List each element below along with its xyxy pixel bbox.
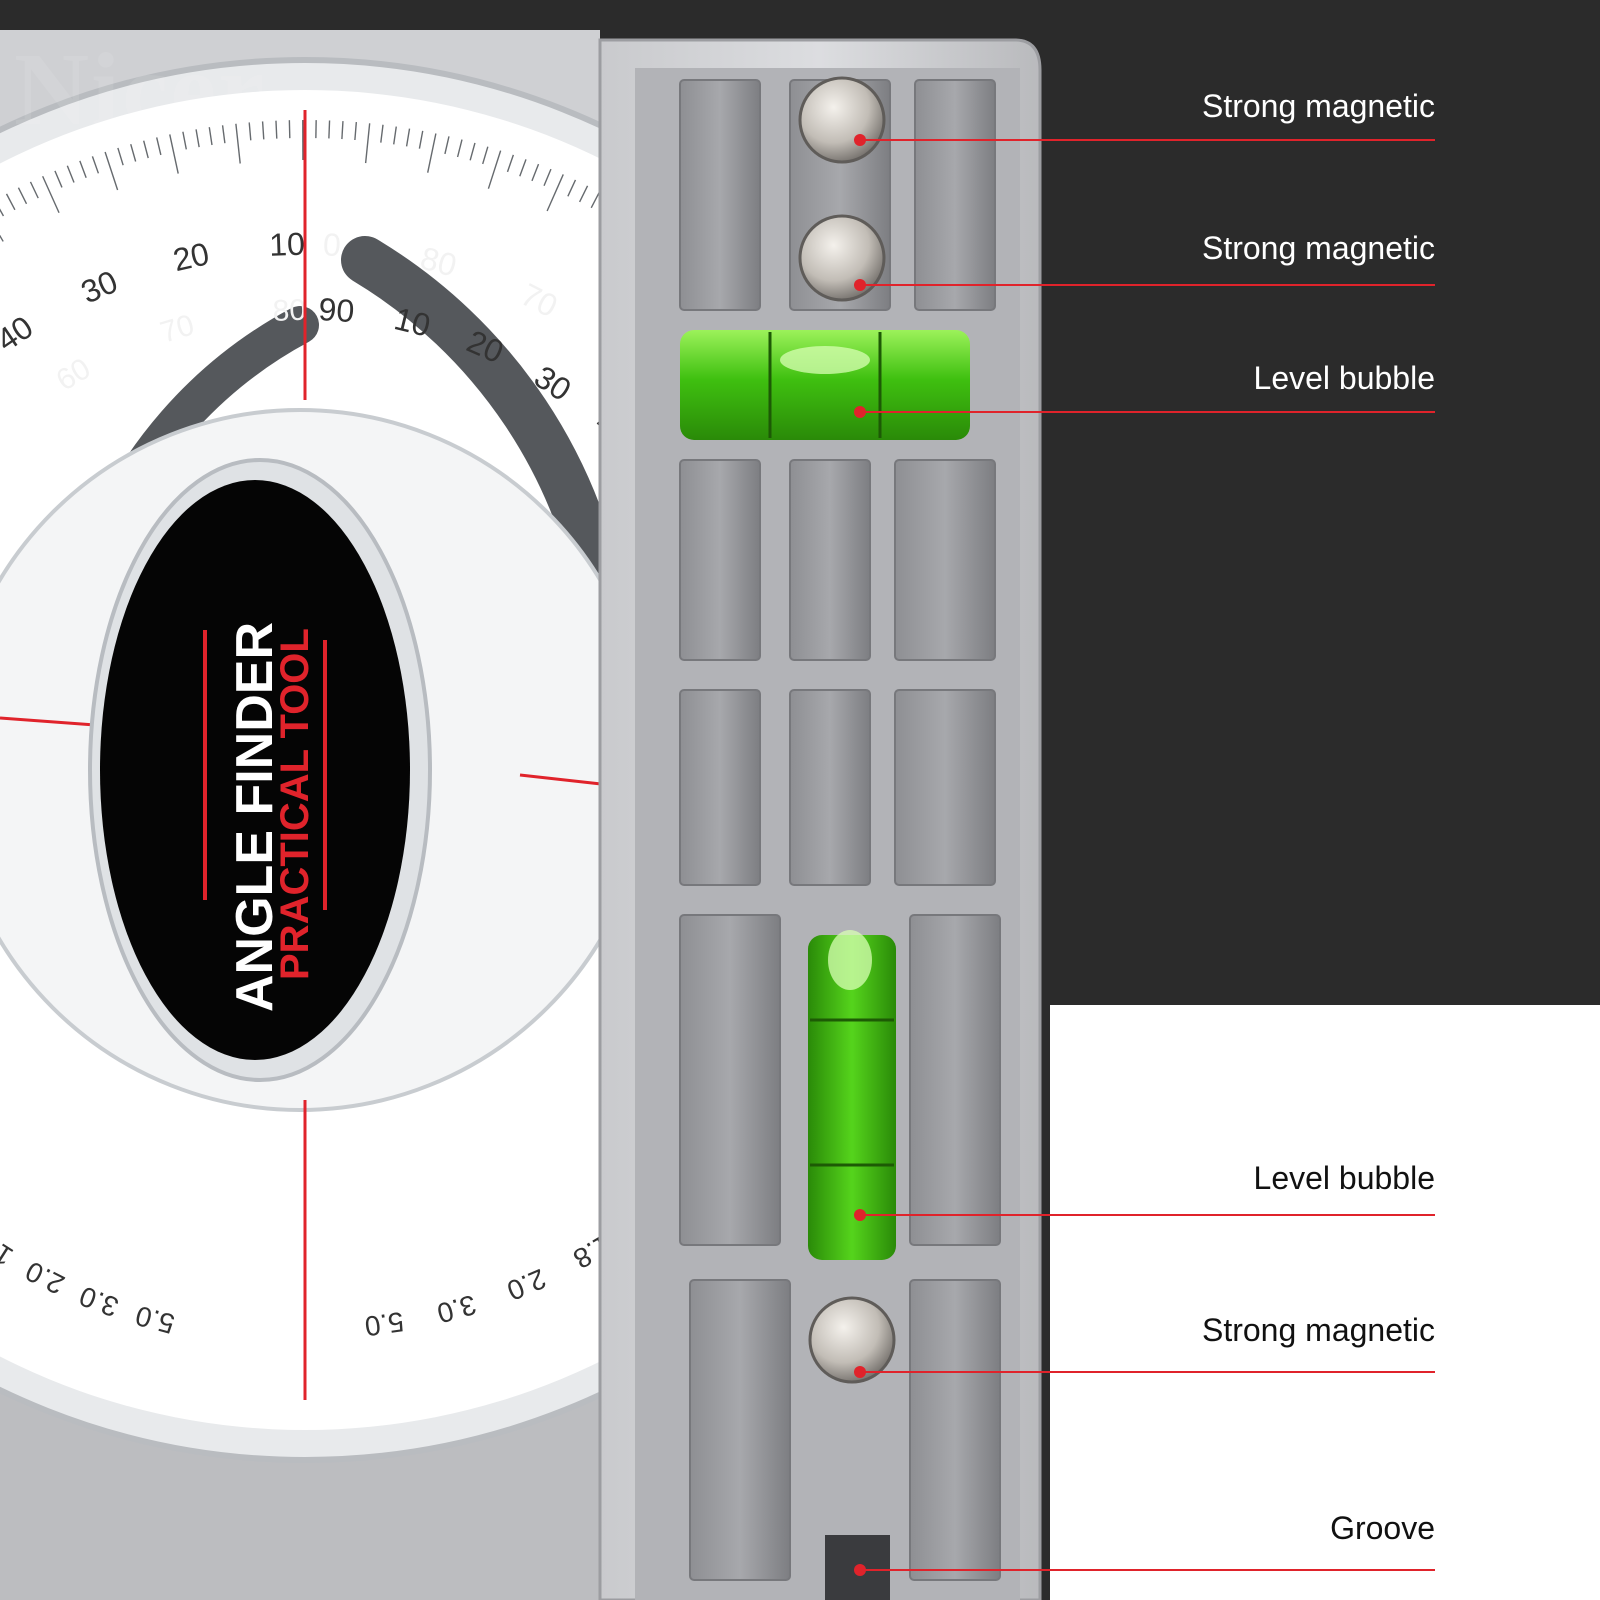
product-title: ANGLE FINDER [226,622,284,1012]
dial-tick [156,137,162,156]
dial-tick [456,139,463,158]
dial-tick [506,154,515,173]
dial-tick [275,120,278,139]
dial-tick [79,160,87,179]
dial-number: 50 [0,421,8,468]
dial-tick [248,122,252,141]
callout-dot [854,1209,866,1221]
dial-number: 5.0 [363,1306,406,1342]
callout-dot [854,134,866,146]
dial-tick [91,156,100,174]
dial-number: 20 [170,235,213,278]
callout-label-magnet-3: Strong magnetic [1201,1312,1435,1348]
dial-tick [567,179,577,197]
dial-number: 0 [322,226,342,263]
dial-tick [328,120,331,139]
callout-label-level-bubble-1: Level bubble [1253,360,1435,396]
frame-slot [914,79,996,311]
dial-tick [482,146,489,165]
callout-label-groove: Groove [1330,1510,1435,1546]
dial-tick [469,142,476,161]
dial-tick [142,140,149,159]
dial-left-indicator [0,716,96,727]
dial-tick [195,129,200,148]
dial-tick [104,151,119,191]
dial-dark-arc-right [341,236,629,644]
callout-lines [854,134,1435,1576]
frame-slot [679,459,761,661]
callout-dot [854,279,866,291]
dial-tick [208,127,213,146]
dial-tick [261,121,265,140]
dial-tick [418,130,424,149]
dial-tick [42,175,60,214]
dial-tick [130,143,137,162]
watermark: Nicer [14,32,267,147]
dial-number: 10 [391,300,434,343]
magnet [808,1296,896,1384]
frame-slot [909,914,1001,1246]
frame-slot [909,1279,1001,1581]
dial-tick [235,123,241,164]
frame-slot [689,1279,791,1581]
dial-tick [169,134,179,174]
dial-tick [221,125,226,144]
dial-tick [364,123,371,164]
side-frame [598,38,1042,1600]
level-bubble [780,346,870,374]
dial-tick [380,124,384,143]
dial-tick [405,128,411,147]
dial-tick [182,131,188,150]
dial-number: 80 [272,294,307,328]
dial-tick [531,163,540,182]
dial-tick [54,170,63,188]
frame-slot [789,459,871,661]
dial-tick [117,147,124,166]
white-background-corner [1050,1005,1600,1600]
frame-slot [679,689,761,886]
product-subtitle: PRACTICAL TOOL [273,628,317,980]
dial-tick [578,185,589,203]
label-black-oval [100,480,410,1060]
dial-tick [444,136,450,155]
dial-tick [341,121,344,140]
dial-tick [519,159,527,177]
callout-dot [854,1564,866,1576]
dial-tick [29,181,39,199]
callout-dot [854,406,866,418]
dial-right-indicator [519,773,611,787]
dial-tick [546,174,564,212]
dial-tick [354,122,358,141]
callout-label-level-bubble-2: Level bubble [1253,1160,1435,1196]
dial-number: 90 [317,291,355,329]
callout-label-magnet-2: Strong magnetic [1201,230,1435,266]
magnet [798,76,886,164]
dial-number: 10 [269,226,306,263]
frame-slot [894,459,996,661]
magnet [798,214,886,302]
callout-dot [854,1366,866,1378]
frame-slot [789,689,871,886]
frame-slot [894,689,996,886]
dial-tick [427,133,437,173]
dial-tick [487,150,502,189]
frame-slot [679,914,781,1246]
dial-tick [0,208,5,217]
vertical-level-vial [808,935,896,1260]
dial-tick [543,168,552,187]
center-label: ANGLE FINDER PRACTICAL TOOL [88,458,432,1082]
dial-tick [17,187,28,205]
dial-tick [590,191,601,209]
callout-label-magnet-1: Strong magnetic [1201,88,1435,124]
dial-tick [66,165,75,183]
dial-tick [5,193,16,211]
dial-tick [393,126,397,145]
level-bubble [828,930,872,990]
frame-slots [679,79,1001,1581]
frame-slot [679,79,761,311]
